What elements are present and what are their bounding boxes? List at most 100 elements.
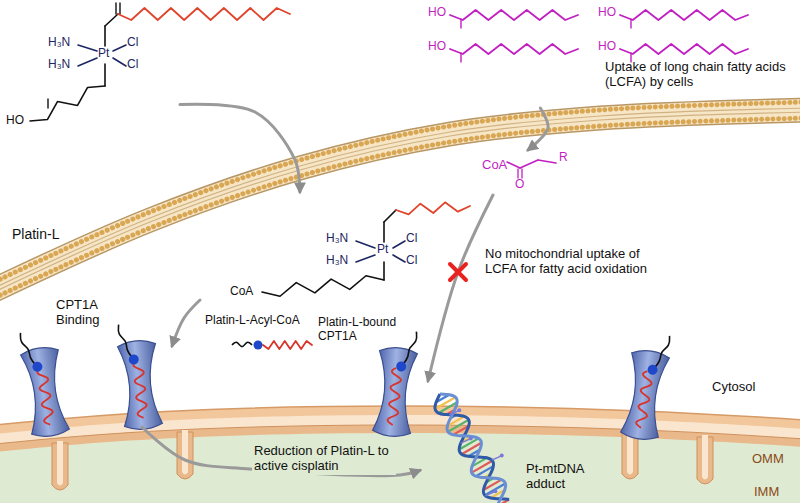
node-label: CoA: [482, 158, 507, 173]
pt-adduct: [449, 411, 458, 415]
pt-adduct-dot: [469, 437, 473, 441]
dna-strand: [440, 394, 506, 503]
binding-helix: [37, 368, 55, 426]
fatty-acid-chain: [620, 44, 748, 54]
carbonyl-bond: [460, 19, 461, 28]
lipid-tail: [0, 112, 800, 294]
protein-body: [20, 345, 70, 438]
chemical-bond: [113, 58, 126, 66]
cpt1a-protein: [18, 328, 70, 439]
atom-label: Pt: [377, 243, 388, 256]
atom-label: Cl: [127, 36, 138, 49]
chemical-bond: [115, 3, 116, 14]
chemical-bond: [520, 160, 538, 168]
chemical-bond: [104, 26, 106, 46]
cpt1a-protein: [620, 331, 672, 442]
protein-body: [117, 339, 163, 431]
chemical-bond: [78, 58, 97, 66]
step-note: No mitochondrial uptake of LCFA for fatt…: [483, 246, 659, 278]
chemical-bond: [78, 45, 97, 51]
node-label: Platin-L-bound CPT1A: [318, 316, 404, 344]
atom-label: HO: [598, 6, 616, 19]
binding-site-dot: [647, 364, 658, 375]
molecule-group: Platin-L: [0, 0, 180, 255]
protein-tail: [401, 331, 417, 368]
cpt1a-protein: [116, 322, 163, 431]
chemical-bond: [393, 241, 405, 248]
fatty-acid-chain: [450, 10, 578, 20]
flow-arrow: [180, 104, 300, 192]
atom-label: Cl: [127, 58, 138, 71]
crista-lumen: [702, 435, 708, 480]
pt-adduct-dot: [500, 454, 504, 458]
chemical-bond: [356, 255, 375, 262]
lipid-heads: [0, 118, 800, 300]
node-label: Platin-L-Acyl-CoA: [205, 314, 300, 328]
carbonyl-bond: [460, 53, 461, 62]
atom-label: Pt: [98, 47, 109, 60]
succinyl-chain: [262, 276, 384, 297]
pt-adduct: [492, 456, 501, 460]
cross-stroke: [450, 264, 466, 280]
chemical-bond: [384, 210, 396, 222]
crista-lumen: [57, 441, 63, 486]
atom-label: Cl: [406, 254, 417, 267]
fatty-acid-chain: [450, 44, 578, 54]
mtdna-helix: [435, 394, 509, 503]
pt-adduct-dot: [457, 408, 461, 412]
dna-node: Pt-mtDNA adduct: [420, 390, 601, 503]
protein-body: [620, 348, 670, 441]
atom-label: HO: [6, 114, 24, 127]
binding-helix: [133, 361, 148, 419]
atom-label: H₃N: [48, 58, 70, 71]
atom-label: H₃N: [48, 36, 70, 49]
icon-tail: [232, 342, 252, 346]
chemical-bond: [517, 169, 518, 178]
binding-helix: [635, 371, 653, 429]
protein-node: Platin-L-bound CPT1A: [318, 316, 428, 446]
region-label: Cytosol: [712, 380, 755, 394]
membrane-label: OMM: [752, 452, 784, 466]
binding-site-dot: [128, 354, 139, 365]
node-label: Uptake of long chain fatty acids (LCFA) …: [605, 60, 793, 90]
icon-chain: [263, 341, 312, 349]
flow-arrow: [528, 108, 548, 150]
cross-stroke: [450, 264, 466, 280]
chemical-bond: [507, 162, 520, 168]
acyl-chain: [118, 8, 290, 20]
chemical-bond: [47, 99, 48, 108]
atom-label: H₃N: [326, 232, 348, 245]
chemical-bond: [393, 255, 405, 262]
succinate-chain: [30, 86, 105, 121]
lipid-heads: [0, 102, 800, 284]
step-note: Reduction of Platin-L to active cisplati…: [252, 443, 396, 475]
acyl-coa-icon: [232, 341, 312, 350]
chemical-bond: [383, 262, 385, 280]
protein-node: CPT1A Binding: [52, 292, 172, 427]
protein-tail: [118, 324, 134, 361]
atom-label: CoA: [230, 285, 253, 298]
acyl-chain: [396, 202, 470, 214]
atom-label: H₃N: [326, 254, 348, 267]
matrix: [0, 433, 800, 503]
atom-label: R: [559, 151, 568, 164]
flow-arrow: [142, 427, 420, 476]
flow-arrow: [428, 195, 493, 381]
chemical-bond: [119, 3, 120, 14]
chemical-bond: [104, 64, 106, 86]
chemical-structures: [30, 3, 748, 296]
flow-arrow: [172, 300, 200, 346]
binding-site-dot: [32, 361, 43, 372]
atom-label: HO: [598, 40, 616, 53]
protein-body: [372, 346, 418, 438]
chemical-bond: [538, 160, 556, 163]
blocked-mark: [450, 264, 466, 280]
atom-label: HO: [428, 40, 446, 53]
dna-strand: [435, 394, 509, 499]
pt-adduct-dot: [493, 489, 497, 493]
atom-label: O: [515, 178, 524, 191]
